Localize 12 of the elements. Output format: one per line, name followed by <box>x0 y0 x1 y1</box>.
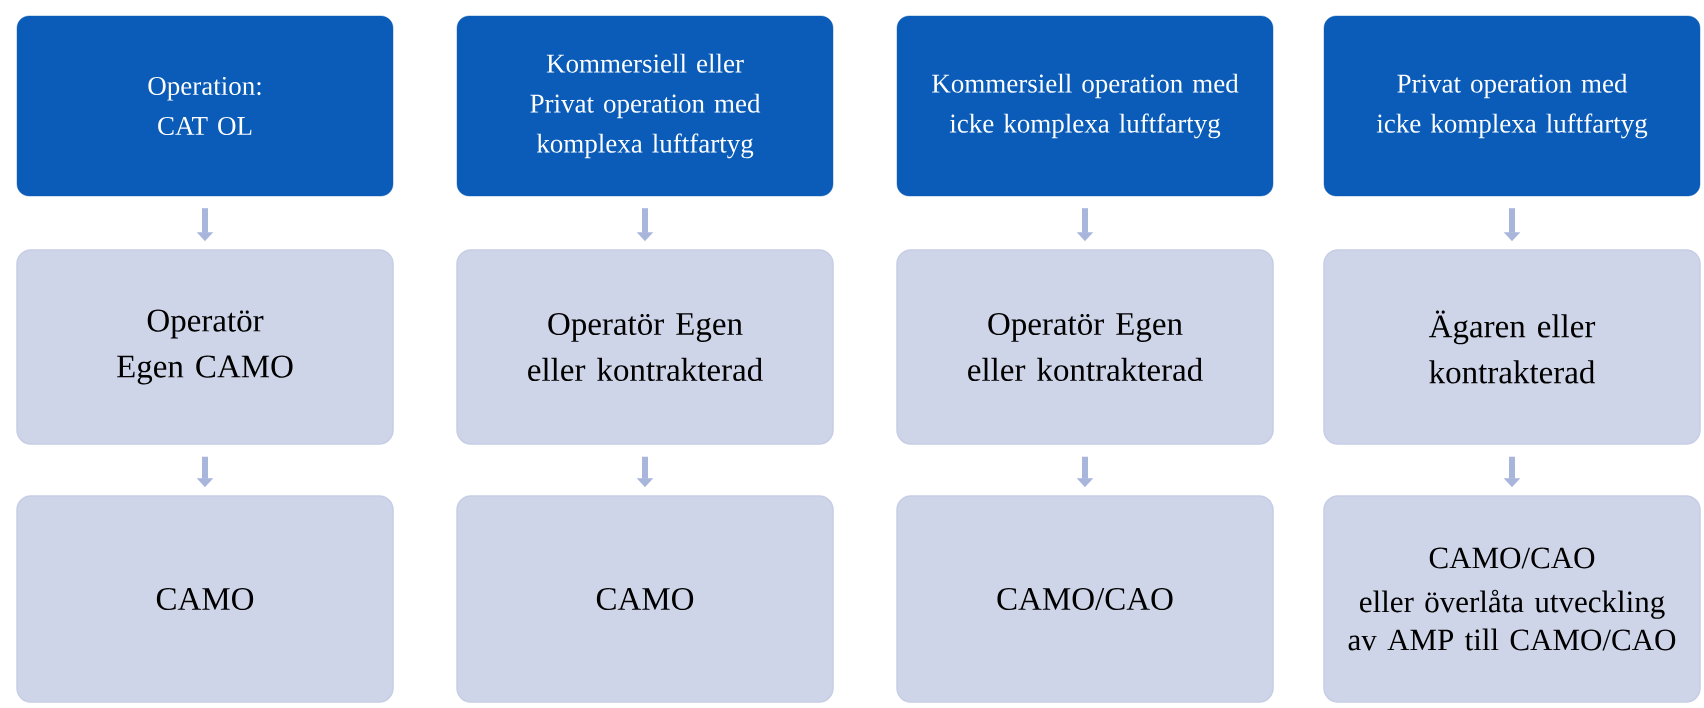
process-box: Ägaren eller kontrakterad <box>1323 249 1701 445</box>
process-box: CAMO <box>16 495 394 703</box>
category-box: Privat operation med icke komplexa luftfartyg <box>1323 15 1701 197</box>
process-box: Operatör Egen eller kontrakterad <box>456 249 834 445</box>
process-box: CAMO/CAO eller överlåta utveckling av AMP till CAMO/CAO <box>1323 495 1701 703</box>
category-box: Operation: CAT OL <box>16 15 394 197</box>
category-box: Kommersiell operation med icke komplexa luftfartyg <box>896 15 1274 197</box>
process-box: Operatör Egen CAMO <box>16 249 394 445</box>
category-box: Kommersiell eller Privat operation med komplexa luftfartyg <box>456 15 834 197</box>
process-box: CAMO/CAO <box>896 495 1274 703</box>
process-box: Operatör Egen eller kontrakterad <box>896 249 1274 445</box>
process-box: CAMO <box>456 495 834 703</box>
